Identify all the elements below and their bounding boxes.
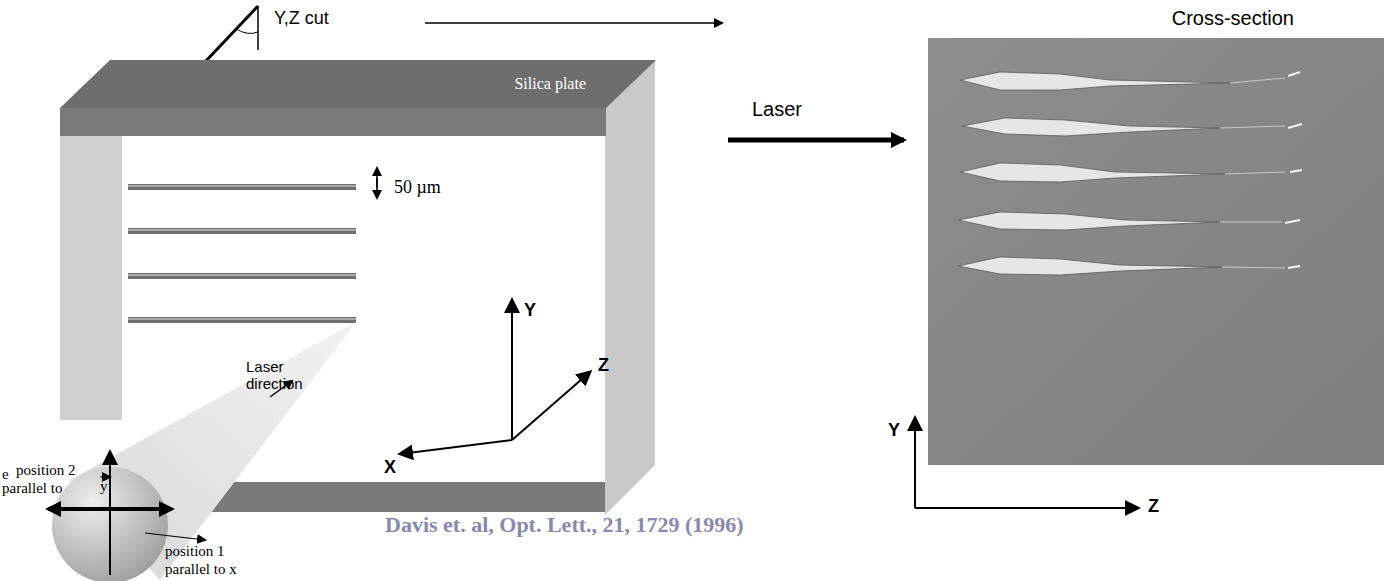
label-text: position 1 (165, 543, 225, 560)
label-text: Y,Z cut (274, 8, 329, 29)
label-text: Z (1148, 496, 1159, 517)
label-text: Laser direction (246, 358, 316, 393)
sem-image: Cross-section (928, 38, 1384, 465)
plate-outline (60, 60, 656, 136)
label-text: position 2 (16, 462, 76, 479)
label-text: parallel to x (165, 561, 237, 578)
plate-label: Silica plate (514, 75, 586, 93)
silica-plate: Silica plate (60, 60, 656, 136)
caption: Davis et. al, Opt. Lett., 21, 1729 (1996… (385, 512, 744, 537)
label-text: Y (888, 420, 900, 441)
label-text: Laser (752, 98, 802, 121)
label-text: Y (524, 300, 536, 321)
image-heading: Cross-section (1172, 7, 1294, 30)
label-text: 50 µm (394, 177, 441, 198)
label-text: parallel to (2, 480, 62, 497)
label-text: y (100, 478, 108, 495)
label-text: Z (598, 355, 609, 376)
label-text: X (384, 457, 396, 478)
